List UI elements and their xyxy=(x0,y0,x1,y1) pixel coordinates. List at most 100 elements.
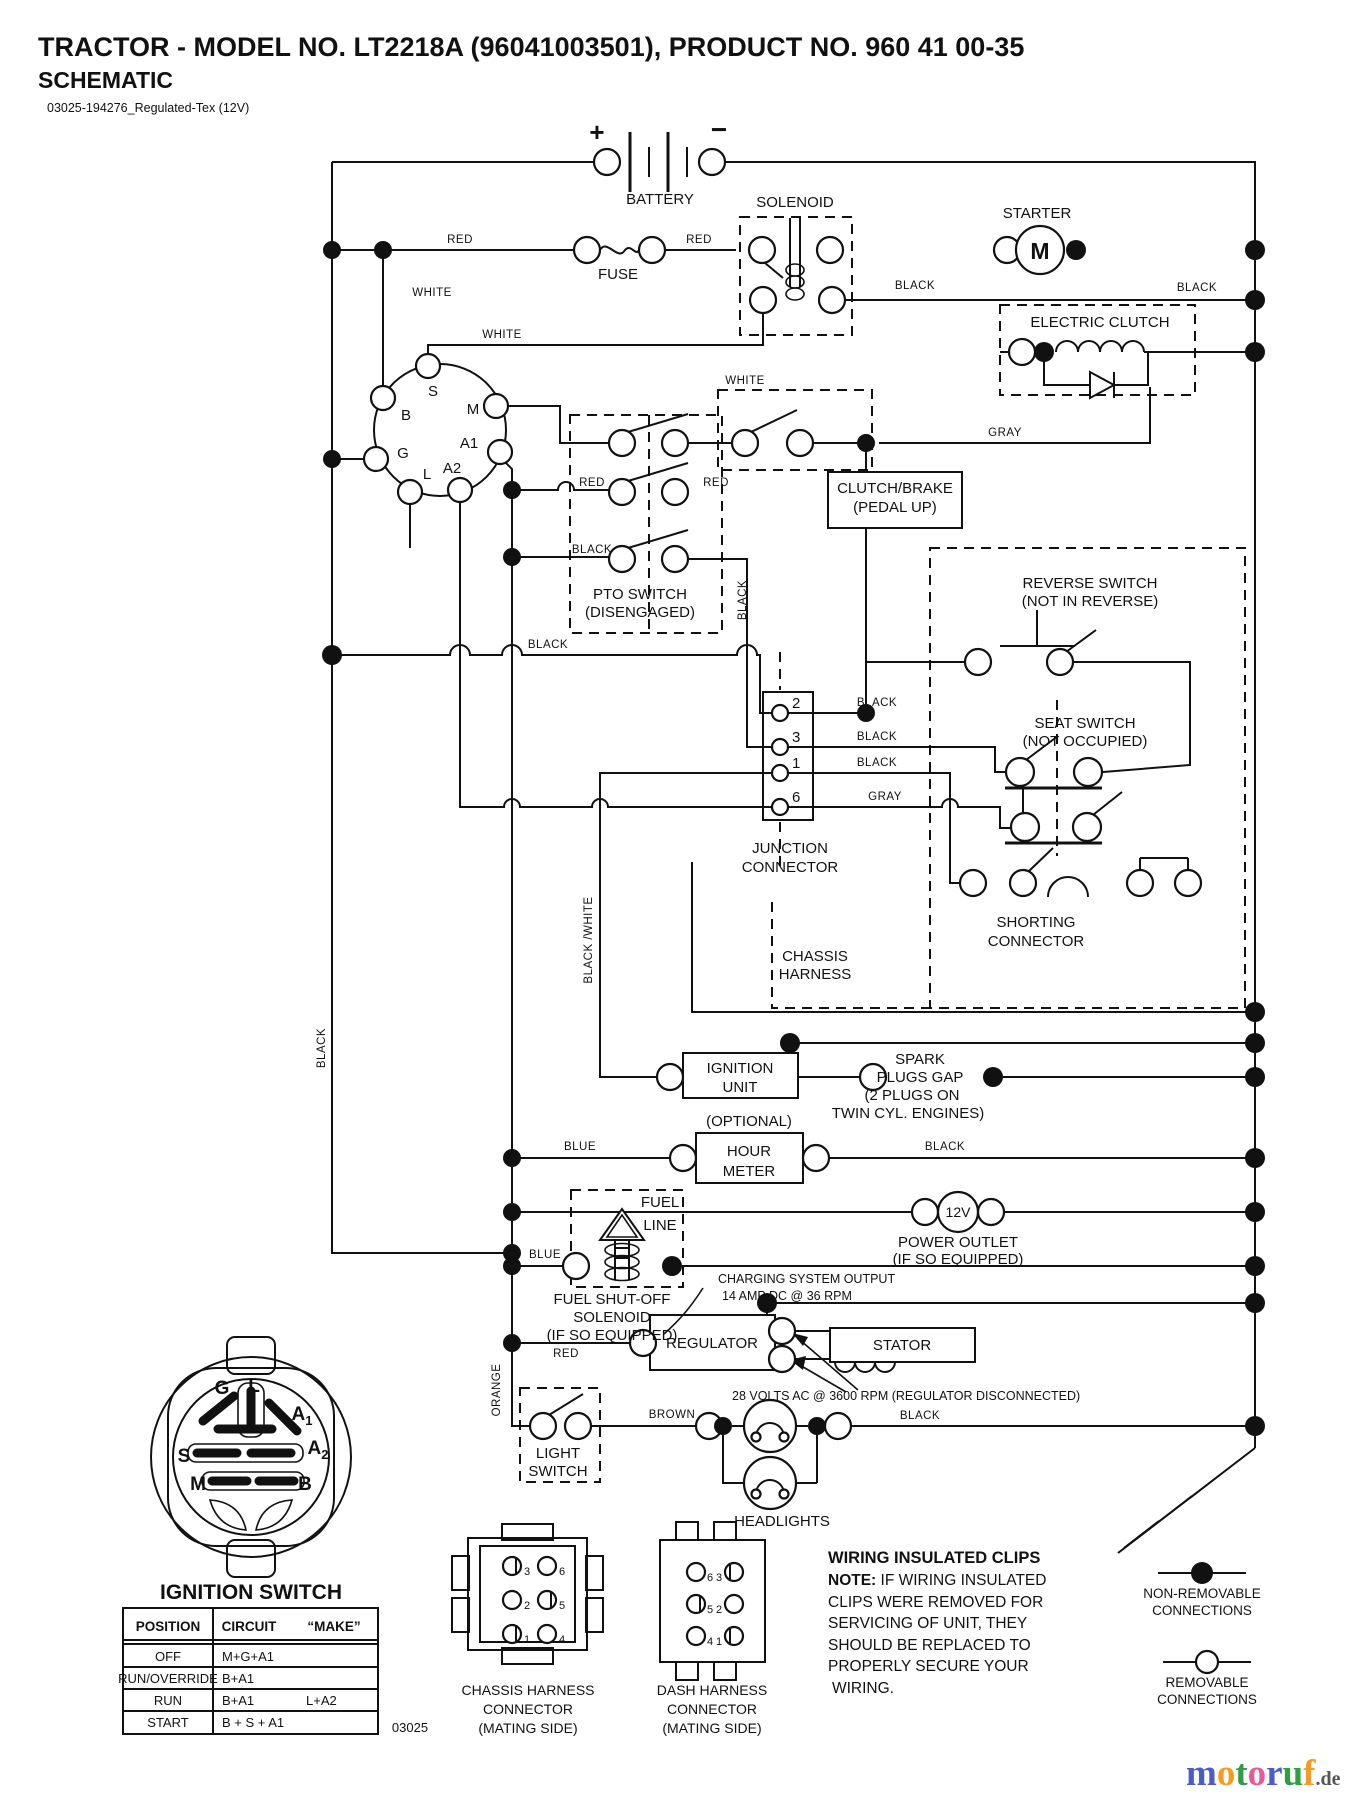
wire-color-label: GRAY xyxy=(868,791,902,803)
wire-color-label: RED xyxy=(553,1348,579,1360)
wire-color-label: BLACK xyxy=(925,1141,965,1153)
key-terminal-b: B xyxy=(298,1474,312,1495)
chassis-harness-label2: HARNESS xyxy=(779,966,852,983)
clips-note-line5: PROPERLY SECURE YOUR xyxy=(828,1658,1029,1675)
fuel-line-label: FUEL xyxy=(641,1194,679,1211)
table-cell-position: RUN/OVERRIDE xyxy=(118,1671,218,1686)
chassis-harness-boundary xyxy=(771,902,930,1009)
watermark-logo: motoruf.de xyxy=(1186,1752,1341,1795)
legend-removable2: CONNECTIONS xyxy=(1157,1692,1257,1707)
header: TRACTOR - MODEL NO. LT2218A (96041003501… xyxy=(38,32,1024,115)
clutch-brake-box xyxy=(717,389,873,471)
wiring-clips-note: WIRING INSULATED CLIPS NOTE: IF WIRING I… xyxy=(828,1549,1046,1697)
wire-color-label: BLACK xyxy=(1177,282,1217,294)
stator-note: 28 VOLTS AC @ 3600 RPM (REGULATOR DISCON… xyxy=(732,1389,1080,1403)
dash-pin-2: 2 xyxy=(716,1604,722,1616)
wire-color-label: RED xyxy=(579,477,605,489)
component-labels: BATTERY + − FUSE SOLENOID STARTER M ELEC… xyxy=(397,114,1169,1530)
ign-terminal-a2: A2 xyxy=(443,460,461,477)
wire-color-label: BLACK xyxy=(857,757,897,769)
wire-color-label: ORANGE xyxy=(491,1364,503,1417)
wire-color-label: BLACK xyxy=(316,1028,328,1068)
light-switch-label: LIGHT xyxy=(536,1445,580,1462)
ign-terminal-m: M xyxy=(467,401,480,418)
clips-note-title: WIRING INSULATED CLIPS xyxy=(828,1549,1040,1567)
light-switch-label2: SWITCH xyxy=(528,1463,587,1480)
watermark-letter: o xyxy=(1216,1753,1236,1794)
battery-label: BATTERY xyxy=(626,191,694,208)
headlights-label: HEADLIGHTS xyxy=(734,1513,830,1530)
ign-terminal-a1: A1 xyxy=(460,435,478,452)
wire-color-label: WHITE xyxy=(725,375,765,387)
stator-label: STATOR xyxy=(873,1337,932,1354)
ignition-switch-detail: G L A1 A2 S M B IGNITION SWITCH xyxy=(150,1336,352,1604)
legend-non-removable2: CONNECTIONS xyxy=(1152,1603,1252,1618)
chassis-pin-3: 3 xyxy=(524,1566,530,1578)
watermark-letter: u xyxy=(1282,1753,1304,1794)
spark-plugs-label2: PLUGS GAP xyxy=(877,1069,964,1086)
clips-note-line1: NOTE: IF WIRING INSULATED xyxy=(828,1572,1046,1589)
wire-color-label: BLACK /WHITE xyxy=(583,896,595,983)
wire-color-label: BLACK xyxy=(857,697,897,709)
chassis-pin-4: 4 xyxy=(559,1634,565,1646)
legend-removable: REMOVABLE xyxy=(1165,1675,1248,1690)
terminals xyxy=(362,147,1255,1511)
clips-note-line4: SHOULD BE REPLACED TO xyxy=(828,1637,1031,1654)
table-cell-position: RUN xyxy=(154,1693,182,1708)
watermark-suffix: .de xyxy=(1315,1768,1341,1790)
table-cell-circuit: B + S + A1 xyxy=(222,1715,284,1730)
dash-pin-5: 5 xyxy=(707,1604,713,1616)
junction-connector-label2: CONNECTOR xyxy=(742,859,839,876)
chassis-connector-label: CHASSIS HARNESS xyxy=(461,1682,594,1698)
fuel-line-label2: LINE xyxy=(643,1217,676,1234)
wire-color-label: RED xyxy=(447,234,473,246)
table-cell-position: START xyxy=(147,1715,188,1730)
key-terminal-a2: A2 xyxy=(308,1438,329,1462)
dash-connector-label2: CONNECTOR xyxy=(667,1701,757,1717)
chassis-harness-connector: 3 6 2 5 1 4 CHASSIS HARNESS CONNECTOR (M… xyxy=(451,1523,604,1736)
seat-switch-label: SEAT SWITCH xyxy=(1034,715,1135,732)
table-cell-circuit: B+A1 xyxy=(222,1671,254,1686)
table-cell-make: L+A2 xyxy=(306,1693,337,1708)
junction-pin-3: 3 xyxy=(792,729,800,746)
watermark-letter: o xyxy=(1247,1753,1267,1794)
battery-minus: − xyxy=(711,114,727,145)
clutch-brake-label: CLUTCH/BRAKE xyxy=(837,480,953,497)
table-header-position: POSITION xyxy=(136,1619,201,1634)
solenoid-box xyxy=(739,216,853,336)
charging-output-label2: 14 AMP DC @ 36 RPM xyxy=(722,1289,852,1303)
dash-pin-1: 1 xyxy=(716,1636,722,1648)
wire-color-label: WHITE xyxy=(412,287,452,299)
junction-connector-box xyxy=(762,691,814,821)
solid-boxes xyxy=(649,691,976,1371)
chassis-connector-label2: CONNECTOR xyxy=(483,1701,573,1717)
shorting-connector-label2: CONNECTOR xyxy=(988,933,1085,950)
legend-non-removable: NON-REMOVABLE xyxy=(1143,1586,1261,1601)
non-removable-dot-icon xyxy=(1191,1562,1213,1584)
electric-clutch-label: ELECTRIC CLUTCH xyxy=(1030,314,1169,331)
wire-color-label: BLACK xyxy=(572,544,612,556)
starter-label: STARTER xyxy=(1003,205,1072,222)
connection-legend: NON-REMOVABLE CONNECTIONS REMOVABLE CONN… xyxy=(1143,1562,1261,1707)
dash-pin-3: 3 xyxy=(716,1572,722,1584)
pto-switch-label: PTO SWITCH xyxy=(593,586,687,603)
ign-terminal-g: G xyxy=(397,445,409,462)
connection-dots xyxy=(322,240,1265,1436)
arrowhead-icon xyxy=(792,1333,808,1346)
wire-color-label: BLACK xyxy=(895,280,935,292)
wire-color-label: BLUE xyxy=(529,1249,561,1261)
key-terminal-a1: A1 xyxy=(292,1404,313,1428)
stator-box xyxy=(829,1327,976,1363)
table-header-circuit: CIRCUIT xyxy=(222,1619,277,1634)
watermark-letter: t xyxy=(1235,1753,1248,1794)
dash-harness-connector: 6 3 5 2 4 1 DASH HARNESS CONNECTOR (MATI… xyxy=(657,1521,767,1736)
chassis-pin-6: 6 xyxy=(559,1566,565,1578)
regulator-label: REGULATOR xyxy=(666,1335,758,1352)
removable-circle-icon xyxy=(1194,1649,1220,1675)
reverse-switch-label2: (NOT IN REVERSE) xyxy=(1022,593,1158,610)
power-outlet-value: 12V xyxy=(946,1204,972,1220)
chassis-pin-1: 1 xyxy=(524,1634,530,1646)
wire-color-label: GRAY xyxy=(988,427,1022,439)
